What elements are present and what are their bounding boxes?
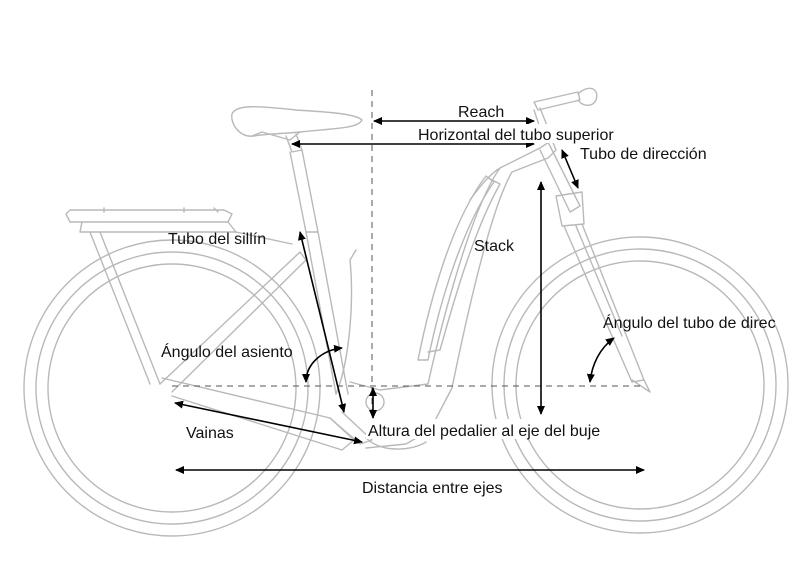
rear-wheel (23, 239, 321, 537)
seat-angle-label: Ángulo del asiento (161, 342, 293, 361)
main-frame (335, 139, 557, 449)
seat-angle-arc (302, 344, 343, 383)
chainstay-label: Vainas (186, 425, 234, 442)
head-angle-label: Ángulo del tubo de direc (603, 313, 776, 332)
rear-rack (65, 207, 293, 385)
head-tube-arrow (561, 149, 579, 189)
seat-tube-label: Tubo del sillín (168, 231, 266, 248)
measurement-arrows (174, 117, 645, 474)
head-angle-arc (586, 337, 615, 383)
labels: Reach Horizontal del tubo superior Tubo … (161, 100, 776, 497)
top-tube-label: Horizontal del tubo superior (418, 127, 614, 144)
wheelbase-label: Distancia entre ejes (362, 480, 503, 497)
stack-label: Stack (474, 238, 515, 255)
reach-label: Reach (458, 104, 504, 121)
front-wheel (491, 236, 789, 534)
head-tube-label: Tubo de dirección (580, 146, 707, 163)
front-end (533, 87, 651, 393)
bb-drop-label: Altura del pedalier al eje del buje (368, 423, 600, 440)
seat-tube-arrow (298, 231, 346, 413)
chainstay-arrow (174, 400, 363, 445)
